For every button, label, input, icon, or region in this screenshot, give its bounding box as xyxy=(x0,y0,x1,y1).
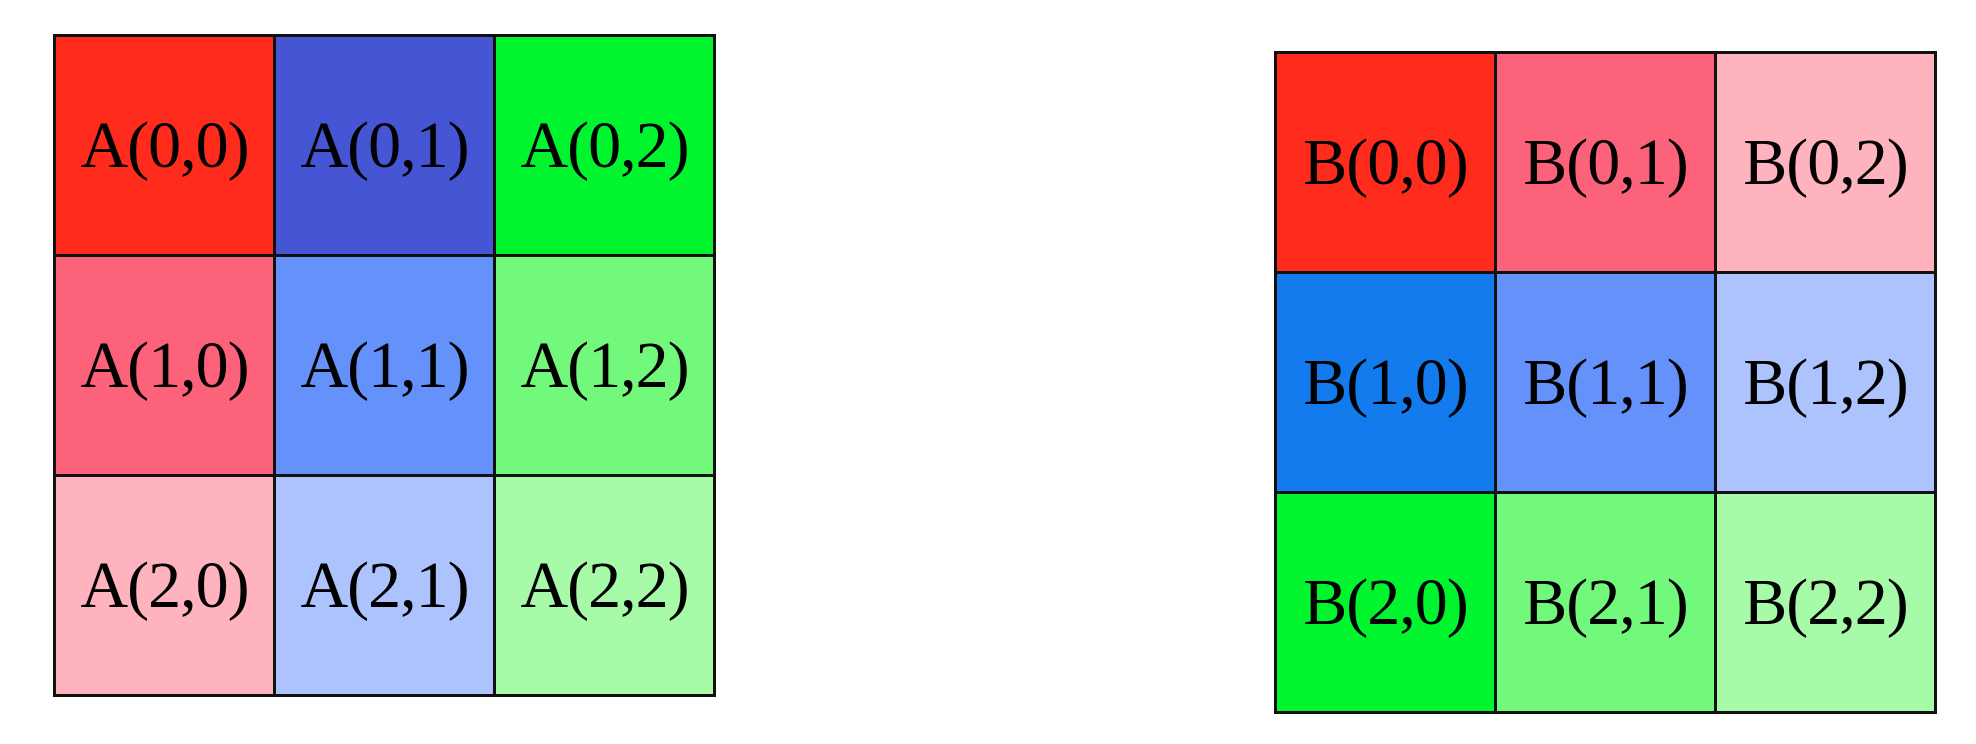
cell-b-1-2: B(1,2) xyxy=(1717,274,1937,494)
cell-a-0-2: A(0,2) xyxy=(496,37,716,257)
cell-b-2-1: B(2,1) xyxy=(1497,494,1717,714)
cell-b-1-0: B(1,0) xyxy=(1277,274,1497,494)
matrix-a: A(0,0) A(0,1) A(0,2) A(1,0) A(1,1) A(1,2… xyxy=(53,34,716,697)
cell-a-0-0: A(0,0) xyxy=(56,37,276,257)
cell-a-2-2: A(2,2) xyxy=(496,477,716,697)
cell-b-2-2: B(2,2) xyxy=(1717,494,1937,714)
cell-a-0-1: A(0,1) xyxy=(276,37,496,257)
cell-b-1-1: B(1,1) xyxy=(1497,274,1717,494)
cell-a-1-2: A(1,2) xyxy=(496,257,716,477)
matrix-b: B(0,0) B(0,1) B(0,2) B(1,0) B(1,1) B(1,2… xyxy=(1274,51,1937,714)
cell-b-0-2: B(0,2) xyxy=(1717,54,1937,274)
cell-a-1-0: A(1,0) xyxy=(56,257,276,477)
cell-a-2-1: A(2,1) xyxy=(276,477,496,697)
cell-b-2-0: B(2,0) xyxy=(1277,494,1497,714)
cell-b-0-0: B(0,0) xyxy=(1277,54,1497,274)
cell-a-1-1: A(1,1) xyxy=(276,257,496,477)
cell-b-0-1: B(0,1) xyxy=(1497,54,1717,274)
cell-a-2-0: A(2,0) xyxy=(56,477,276,697)
